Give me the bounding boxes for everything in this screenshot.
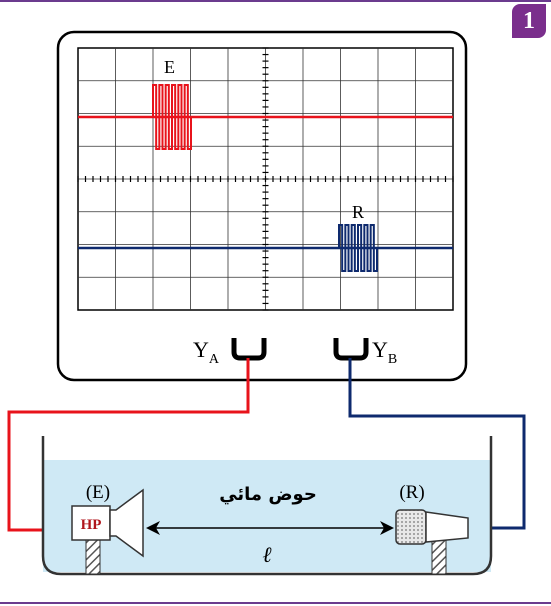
- distance-arrow-right-head: [380, 521, 394, 535]
- emitted-signal-burst: [152, 84, 192, 150]
- channel-a-label: YA: [193, 337, 220, 367]
- signal-e-label: E: [164, 57, 175, 77]
- emitter-label: (E): [86, 482, 110, 503]
- burst-e-waveform: [152, 84, 192, 150]
- figure-number-badge: 1: [512, 4, 546, 38]
- channel-a-cable: [7, 358, 250, 532]
- received-signal-burst: [338, 224, 378, 272]
- bottom-border-line: [0, 602, 551, 604]
- distance-label: ℓ: [262, 542, 272, 567]
- figure-number: 1: [523, 7, 535, 34]
- receiver-label: (R): [399, 482, 424, 503]
- microphone-head: [395, 509, 427, 545]
- loudspeaker-label: HP: [81, 517, 102, 533]
- tank-label: حوض مائي: [219, 484, 317, 505]
- channel-b-cable: [348, 358, 526, 530]
- water-tank: [41, 436, 493, 576]
- distance-arrow-left-head: [146, 521, 160, 535]
- channel-b-label: YB: [372, 337, 397, 367]
- signal-r-label: R: [352, 202, 364, 222]
- microphone-body: [425, 511, 469, 543]
- top-border-line: [0, 0, 551, 2]
- burst-r-waveform: [338, 224, 378, 272]
- loudspeaker-cone: [109, 488, 144, 558]
